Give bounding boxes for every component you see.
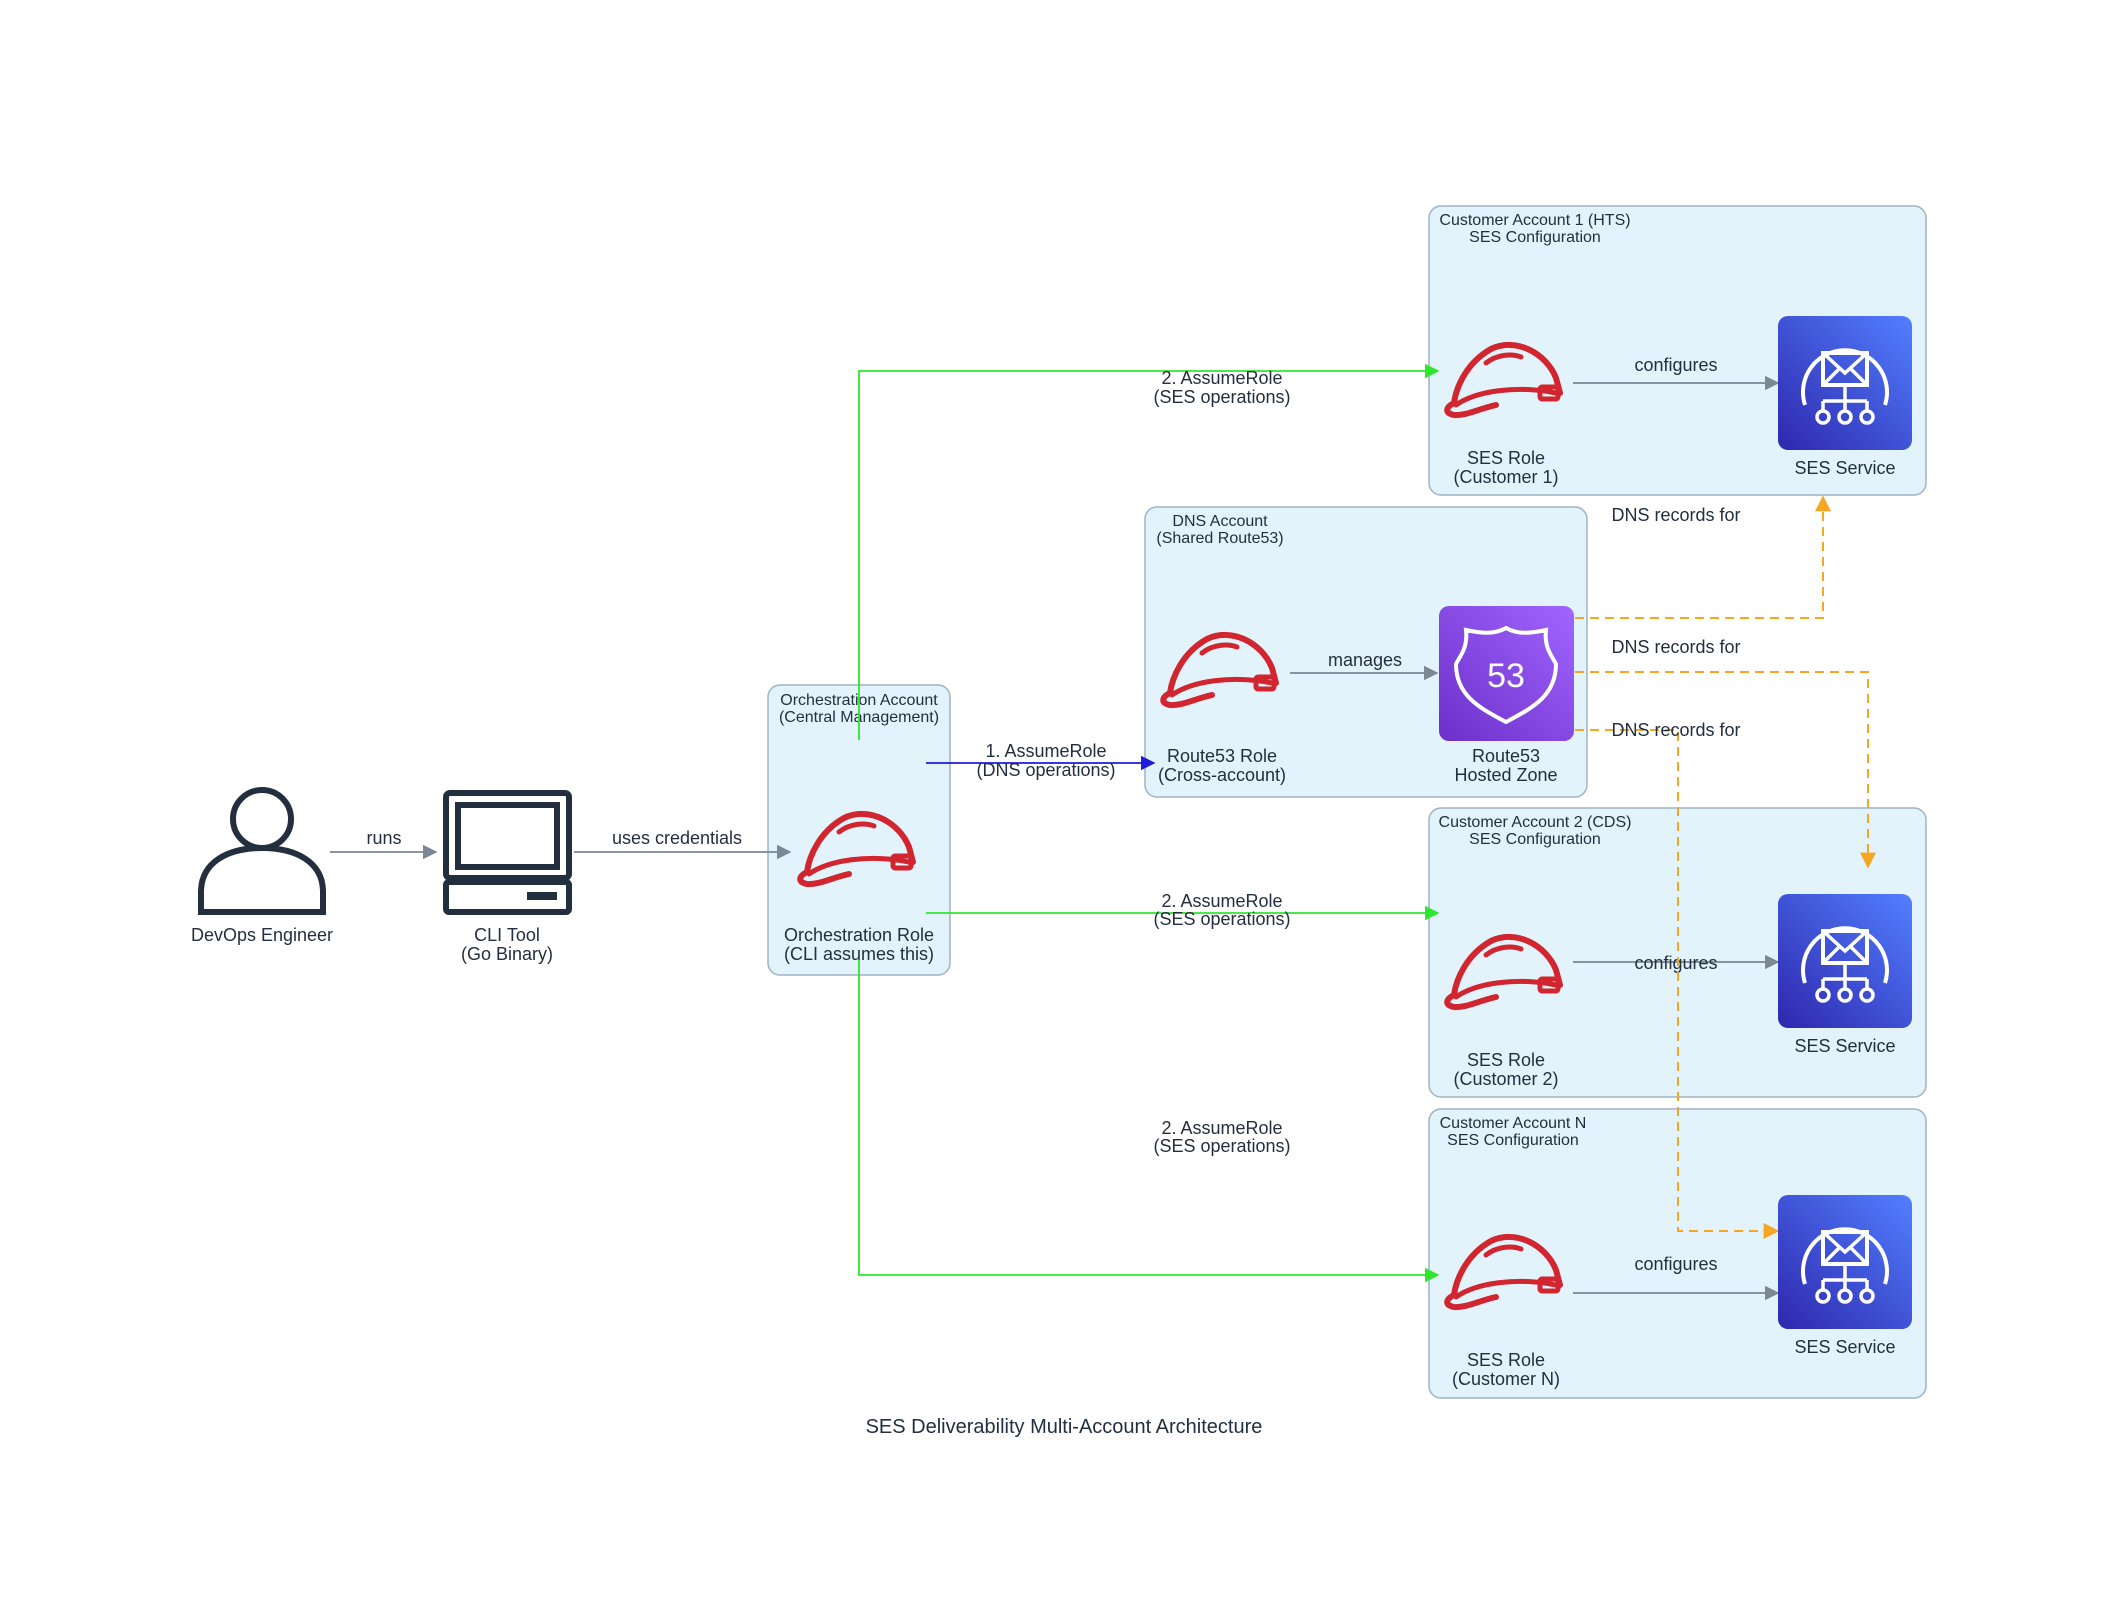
edge-runs-label: runs: [366, 828, 401, 848]
edge-dns-records-n-label: DNS records for: [1611, 720, 1740, 740]
edge-assume-sesN-label-line2: (SES operations): [1153, 1136, 1290, 1156]
node-route53-role[interactable]: Route53 Role (Cross-account): [1158, 635, 1286, 785]
hosted-zone-label-line1: Route53: [1472, 746, 1540, 766]
user-icon: [198, 787, 326, 915]
edge-configures-2-label: configures: [1634, 953, 1717, 973]
edge-assume-ses2-label-line1: 2. AssumeRole: [1161, 891, 1282, 911]
ses-icon: [1776, 314, 1914, 452]
devops-label: DevOps Engineer: [191, 925, 333, 945]
node-ses-role-customer-n[interactable]: SES Role (Customer N): [1447, 1237, 1560, 1389]
node-ses-role-customer-1[interactable]: SES Role (Customer 1): [1447, 345, 1560, 487]
cluster-dns-label-line2: (Shared Route53): [1156, 530, 1283, 547]
node-ses-service-n[interactable]: SES Service: [1776, 1193, 1914, 1357]
cluster-customer1-label-line1: Customer Account 1 (HTS): [1439, 212, 1630, 229]
r53-role-label-line1: Route53 Role: [1167, 746, 1277, 766]
edge-configures-n: configures: [1573, 1254, 1780, 1301]
cluster-dns-label-line1: DNS Account: [1172, 513, 1268, 530]
edge-manages: manages: [1290, 650, 1439, 681]
edge-dns-records-n: DNS records for: [1575, 720, 1780, 1239]
ses-svc1-label: SES Service: [1794, 458, 1895, 478]
ses-svcN-label: SES Service: [1794, 1337, 1895, 1357]
edge-configures-1: configures: [1573, 355, 1780, 391]
ses-role2-label-line1: SES Role: [1467, 1050, 1545, 1070]
edge-assume-ses2-label-line2: (SES operations): [1153, 909, 1290, 929]
node-devops-engineer[interactable]: DevOps Engineer: [191, 787, 333, 945]
edge-dns-records-2: DNS records for: [1575, 637, 1876, 869]
edge-dns-records-2-label: DNS records for: [1611, 637, 1740, 657]
ses-role2-label-line2: (Customer 2): [1453, 1069, 1558, 1089]
ses-icon: [1776, 1193, 1914, 1331]
node-ses-service-1[interactable]: SES Service: [1776, 314, 1914, 478]
diagram-title: SES Deliverability Multi-Account Archite…: [866, 1416, 1263, 1438]
edge-uses-credentials: uses credentials: [574, 828, 792, 860]
cluster-customerN-label-line1: Customer Account N: [1440, 1115, 1587, 1132]
edge-manages-label: manages: [1328, 650, 1402, 670]
ses-role1-label-line1: SES Role: [1467, 448, 1545, 468]
cluster-customer2-label-line2: SES Configuration: [1469, 831, 1601, 848]
cluster-customerN-label-line2: SES Configuration: [1447, 1132, 1579, 1149]
cluster-orchestration-account: Orchestration Account (Central Managemen…: [767, 684, 951, 976]
node-ses-service-2[interactable]: SES Service: [1776, 892, 1914, 1056]
node-orchestration-role[interactable]: Orchestration Role (CLI assumes this): [784, 814, 934, 964]
ses-roleN-label-line2: (Customer N): [1452, 1369, 1560, 1389]
ses-roleN-label-line1: SES Role: [1467, 1350, 1545, 1370]
edge-assume-dns-label-line1: 1. AssumeRole: [985, 741, 1106, 761]
edge-assume-role-dns: 1. AssumeRole (DNS operations): [926, 741, 1156, 780]
route53-icon: 53: [1439, 606, 1574, 741]
node-cli-tool[interactable]: CLI Tool (Go Binary): [443, 790, 572, 964]
cli-label-line1: CLI Tool: [474, 925, 540, 945]
orch-role-label-line2: (CLI assumes this): [784, 944, 934, 964]
r53-role-label-line2: (Cross-account): [1158, 765, 1286, 785]
edge-dns-records-1: DNS records for: [1575, 495, 1831, 619]
cli-label-line2: (Go Binary): [461, 944, 553, 964]
edge-uses-credentials-label: uses credentials: [612, 828, 742, 848]
edge-assume-role-ses-n: 2. AssumeRole (SES operations): [858, 960, 1440, 1283]
route53-badge-text: 53: [1487, 657, 1525, 695]
edge-assume-ses1-label-line2: (SES operations): [1153, 387, 1290, 407]
edge-assume-dns-label-line2: (DNS operations): [976, 760, 1115, 780]
laptop-icon: [443, 790, 572, 915]
ses-svc2-label: SES Service: [1794, 1036, 1895, 1056]
edge-assume-role-ses-2: 2. AssumeRole (SES operations): [926, 891, 1440, 929]
node-route53-hosted-zone[interactable]: 53 Route53 Hosted Zone: [1439, 606, 1574, 785]
edge-assume-ses1-label-line1: 2. AssumeRole: [1161, 368, 1282, 388]
hosted-zone-label-line2: Hosted Zone: [1454, 765, 1557, 785]
ses-icon: [1776, 892, 1914, 1030]
edge-assume-sesN-label-line1: 2. AssumeRole: [1161, 1118, 1282, 1138]
edge-dns-records-1-label: DNS records for: [1611, 505, 1740, 525]
edge-configures-1-label: configures: [1634, 355, 1717, 375]
edge-configures-2: configures: [1573, 953, 1780, 973]
cluster-customer1-label-line2: SES Configuration: [1469, 229, 1601, 246]
edge-runs: runs: [330, 828, 438, 860]
edge-configures-n-label: configures: [1634, 1254, 1717, 1274]
node-ses-role-customer-2[interactable]: SES Role (Customer 2): [1447, 937, 1560, 1089]
edge-assume-role-ses-1: 2. AssumeRole (SES operations): [858, 363, 1440, 740]
ses-role1-label-line2: (Customer 1): [1453, 467, 1558, 487]
orch-role-label-line1: Orchestration Role: [784, 925, 934, 945]
cluster-customer2-label-line1: Customer Account 2 (CDS): [1439, 814, 1632, 831]
